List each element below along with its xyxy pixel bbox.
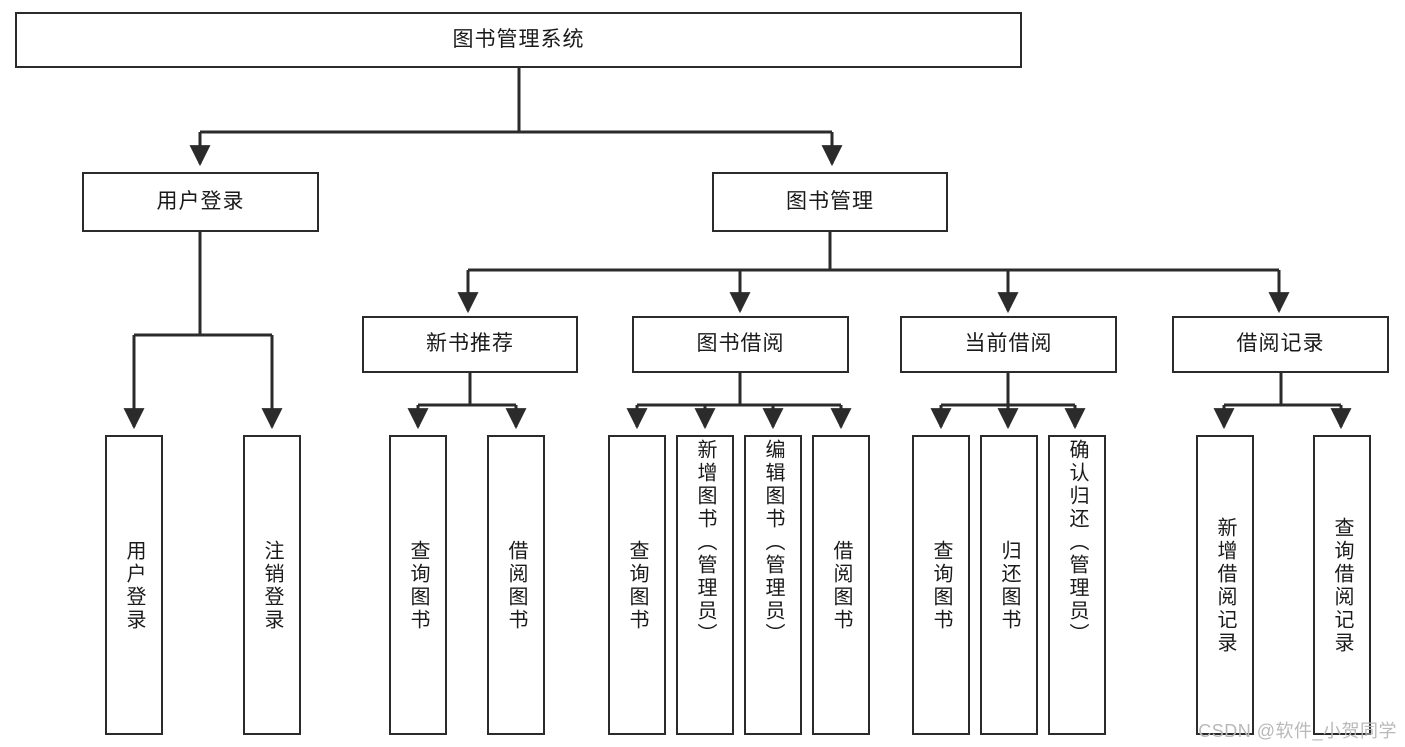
leaf-borrow-edit-book-admin[interactable]: 编辑图书（管理员） — [744, 435, 802, 735]
leaf-user-logout[interactable]: 注销登录 — [243, 435, 301, 735]
node-label: 借阅记录 — [1236, 332, 1325, 356]
node-label: 查询图书 — [407, 540, 429, 632]
node-label: 借阅图书 — [830, 540, 852, 632]
leaf-current-confirm-return-admin[interactable]: 确认归还（管理员） — [1048, 435, 1106, 735]
node-label: 查询图书 — [626, 540, 648, 632]
node-label: 用户登录 — [156, 189, 245, 213]
node-label: 图书管理系统 — [452, 27, 585, 51]
node-label: 新增图书（管理员） — [694, 439, 716, 646]
leaf-borrow-borrow-book[interactable]: 借阅图书 — [812, 435, 870, 735]
leaf-recommend-query-book[interactable]: 查询图书 — [389, 435, 447, 735]
node-label: 查询借阅记录 — [1331, 517, 1353, 655]
node-label: 用户登录 — [123, 540, 145, 632]
node-label: 图书管理 — [786, 189, 874, 213]
node-label: 归还图书 — [998, 540, 1020, 632]
node-label: 查询图书 — [930, 540, 952, 632]
leaf-borrow-add-book-admin[interactable]: 新增图书（管理员） — [676, 435, 734, 735]
node-label: 确认归还（管理员） — [1066, 439, 1088, 646]
leaf-recommend-borrow-book[interactable]: 借阅图书 — [487, 435, 545, 735]
node-borrow-record[interactable]: 借阅记录 — [1172, 316, 1389, 373]
node-book-management[interactable]: 图书管理 — [712, 172, 948, 232]
node-root-system[interactable]: 图书管理系统 — [15, 12, 1022, 68]
node-current-borrow[interactable]: 当前借阅 — [900, 316, 1117, 373]
watermark-text: CSDN @软件_小贺同学 — [1198, 721, 1397, 741]
node-label: 借阅图书 — [505, 540, 527, 632]
node-new-book-recommend[interactable]: 新书推荐 — [362, 316, 578, 373]
node-label: 图书借阅 — [696, 332, 785, 356]
node-label: 新增借阅记录 — [1214, 517, 1236, 655]
leaf-current-return-book[interactable]: 归还图书 — [980, 435, 1038, 735]
leaf-borrow-query-book[interactable]: 查询图书 — [608, 435, 666, 735]
node-book-borrow[interactable]: 图书借阅 — [632, 316, 849, 373]
node-user-login[interactable]: 用户登录 — [82, 172, 319, 232]
node-label: 当前借阅 — [964, 332, 1053, 356]
node-label: 编辑图书（管理员） — [762, 439, 784, 646]
leaf-record-add-record[interactable]: 新增借阅记录 — [1196, 435, 1254, 735]
node-label: 新书推荐 — [426, 332, 514, 356]
leaf-current-query-book[interactable]: 查询图书 — [912, 435, 970, 735]
leaf-record-query-record[interactable]: 查询借阅记录 — [1313, 435, 1371, 735]
node-label: 注销登录 — [261, 540, 283, 632]
leaf-user-login[interactable]: 用户登录 — [105, 435, 163, 735]
